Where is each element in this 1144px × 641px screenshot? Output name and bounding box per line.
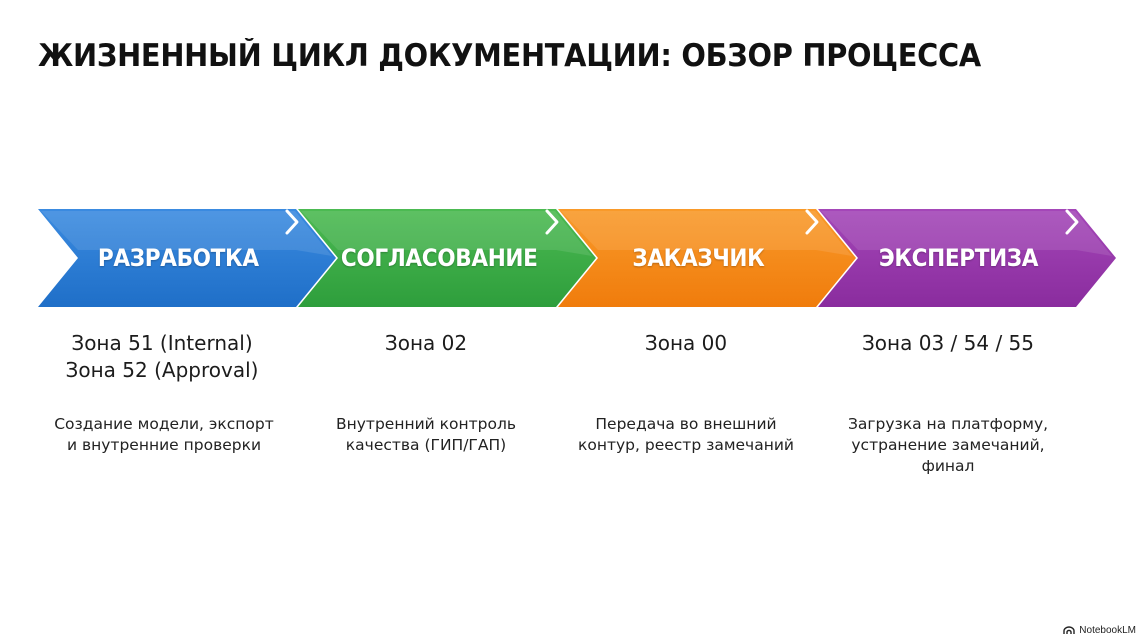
stage-zones-razrabotka: Зона 51 (Internal) Зона 52 (Approval) [32, 330, 292, 384]
stage-zones-ekspertiza: Зона 03 / 54 / 55 [818, 330, 1078, 357]
stage-arrow-shape [818, 209, 1116, 307]
stage-arrow-body [298, 209, 596, 307]
chevron-right-icon [1065, 209, 1079, 235]
stage-arrow-body [38, 209, 336, 307]
description-line: Внутренний контроль [335, 415, 517, 433]
zone-label: Зона 52 (Approval) [65, 358, 259, 382]
chevron-right-icon [545, 209, 559, 235]
description-line: Создание модели, экспорт [54, 415, 274, 433]
stage-soglasovanie: СОГЛАСОВАНИЕ [298, 209, 596, 307]
stage-arrow-body [558, 209, 856, 307]
stage-arrow-highlight [561, 211, 852, 256]
zone-label: Зона 51 (Internal) [71, 331, 253, 355]
page-title: ЖИЗНЕННЫЙ ЦИКЛ ДОКУМЕНТАЦИИ: ОБЗОР ПРОЦЕ… [38, 38, 981, 74]
stage-zones-soglasovanie: Зона 02 [296, 330, 556, 357]
description-line: Передача во внешний [595, 415, 777, 433]
description-line: устранение замечаний, [851, 436, 1045, 454]
stage-arrow-highlight [821, 211, 1112, 256]
stage-ekspertiza: ЭКСПЕРТИЗА [818, 209, 1116, 307]
stage-description-soglasovanie: Внутренний контроль качества (ГИП/ГАП) [296, 414, 556, 456]
chevron-right-icon [285, 209, 299, 235]
description-line: Загрузка на платформу, [847, 415, 1049, 433]
stage-arrow-body [818, 209, 1116, 307]
stage-label: РАЗРАБОТКА [97, 244, 259, 272]
notebooklm-logo-icon [1063, 626, 1075, 634]
zone-label: Зона 02 [384, 331, 468, 355]
branding: NotebookLM [1063, 625, 1136, 636]
stage-arrow-highlight [301, 211, 592, 256]
stage-description-zakazchik: Передача во внешний контур, реестр замеч… [556, 414, 816, 456]
stage-arrow-shape [38, 209, 336, 307]
stage-zones-zakazchik: Зона 00 [556, 330, 816, 357]
stage-arrow-shape [298, 209, 596, 307]
zone-label: Зона 00 [644, 331, 728, 355]
stage-arrow-shape [558, 209, 856, 307]
zone-label: Зона 03 / 54 / 55 [861, 331, 1034, 355]
description-line: качества (ГИП/ГАП) [345, 436, 507, 454]
stage-label: ЭКСПЕРТИЗА [878, 244, 1038, 272]
stage-label: СОГЛАСОВАНИЕ [340, 244, 538, 272]
stage-arrow-highlight [41, 211, 332, 256]
description-line: контур, реестр замечаний [577, 436, 794, 454]
branding-text: NotebookLM [1079, 625, 1136, 636]
stage-razrabotka: РАЗРАБОТКА [38, 209, 336, 307]
stage-description-razrabotka: Создание модели, экспорт и внутренние пр… [34, 414, 294, 456]
chevron-right-icon [805, 209, 819, 235]
stage-zakazchik: ЗАКАЗЧИК [558, 209, 856, 307]
description-line: финал [921, 457, 975, 475]
stage-description-ekspertiza: Загрузка на платформу, устранение замеча… [818, 414, 1078, 477]
description-line: и внутренние проверки [66, 436, 262, 454]
stage-label: ЗАКАЗЧИК [631, 244, 765, 272]
process-flow: РАЗРАБОТКА СОГЛАСОВАНИЕ ЗАКАЗЧИК ЭКСПЕРТ… [38, 209, 1116, 307]
